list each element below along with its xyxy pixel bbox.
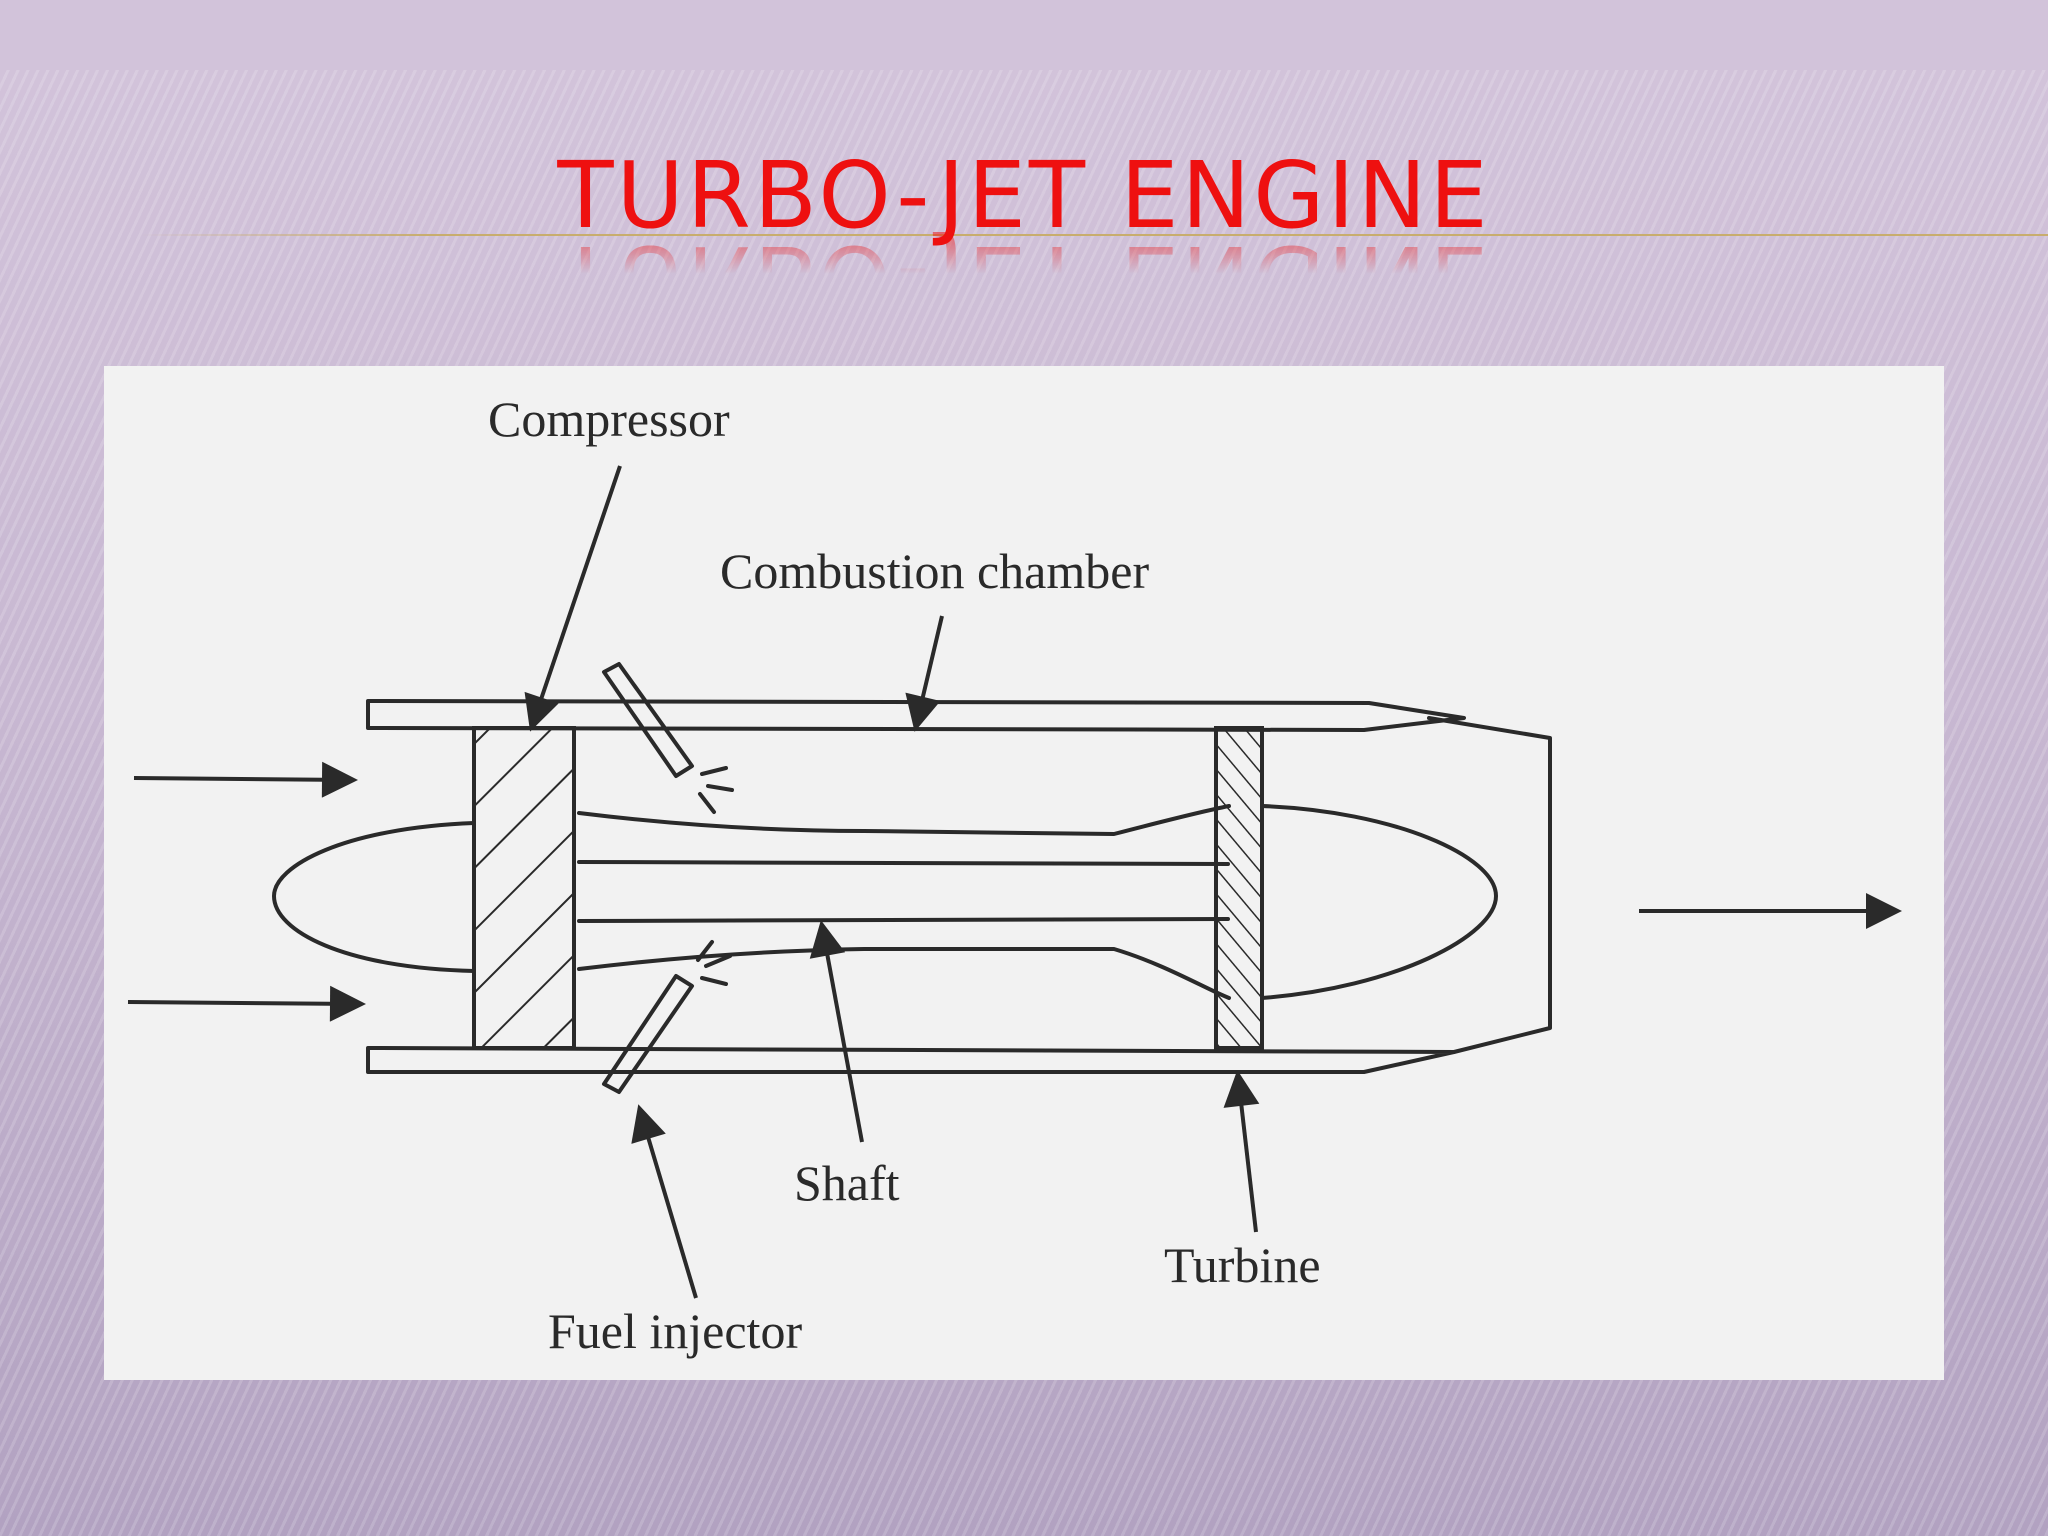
title-rule xyxy=(140,234,2048,236)
label-combustion-chamber: Combustion chamber xyxy=(720,543,1150,599)
inlet-cone xyxy=(272,821,476,973)
label-compressor: Compressor xyxy=(488,391,730,447)
nozzle xyxy=(1427,716,1552,1054)
exhaust-cone xyxy=(1260,804,1498,1000)
combustion-leader xyxy=(905,615,944,732)
inlet-arrow-bottom xyxy=(127,985,366,1022)
fuel-injector-top xyxy=(602,662,694,778)
label-shaft: Shaft xyxy=(794,1155,900,1211)
upper-casing xyxy=(366,699,1466,732)
lower-casing xyxy=(366,1046,1456,1074)
slide-title: TURBO-JET ENGINE xyxy=(557,142,1491,249)
shaft-line-2 xyxy=(577,917,1230,923)
diagram-panel: Compressor Combustion chamber Shaft Turb… xyxy=(104,366,1944,1380)
spray-top xyxy=(698,766,734,814)
turbine-leader xyxy=(1223,1070,1260,1233)
shaft-lower xyxy=(577,947,1231,1000)
shaft-upper xyxy=(577,804,1231,836)
inlet-arrow-top xyxy=(133,761,358,798)
label-fuel-injector: Fuel injector xyxy=(548,1303,803,1359)
shaft-line-1 xyxy=(577,860,1230,866)
slide-top-band xyxy=(0,0,2048,90)
engine-diagram xyxy=(127,465,1902,1299)
fuel-injector-leader xyxy=(631,1104,698,1299)
compressor-leader xyxy=(524,465,622,732)
title-container: TURBO-JET ENGINE xyxy=(0,150,2048,242)
spray-bottom xyxy=(696,940,732,986)
fuel-injector-bottom xyxy=(602,974,694,1094)
compressor-block xyxy=(472,726,576,1050)
label-turbine: Turbine xyxy=(1164,1237,1321,1293)
turbine-block xyxy=(1214,726,1264,1050)
shaft-leader xyxy=(809,920,864,1143)
